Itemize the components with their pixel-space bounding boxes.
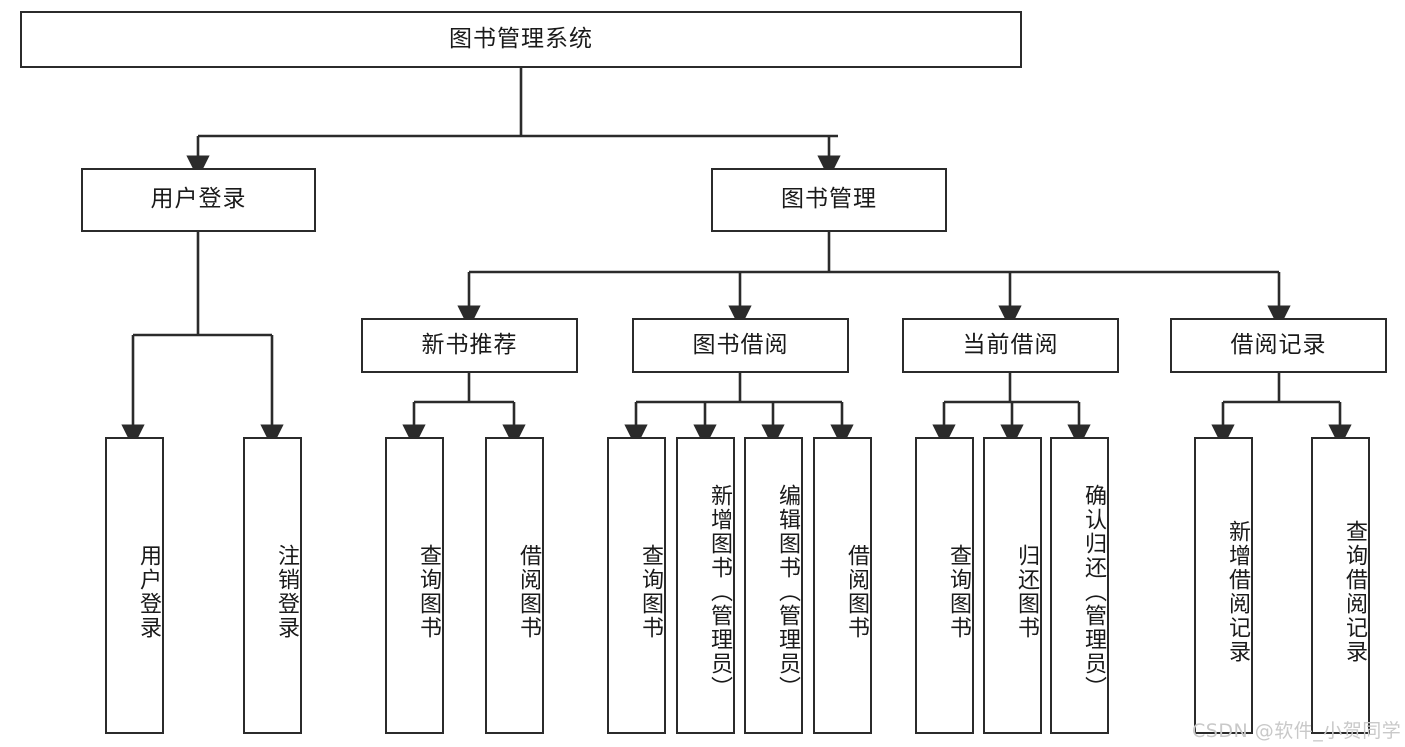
- node-label: 用户登录: [150, 186, 247, 213]
- node-label: 借阅图书: [516, 543, 541, 640]
- node-book-borrow[interactable]: 图书借阅: [632, 318, 849, 373]
- leaf-borrow-record-query[interactable]: 查询借阅记录: [1311, 437, 1370, 734]
- leaf-book-borrow-query[interactable]: 查询图书: [607, 437, 666, 734]
- node-label: 查询借阅记录: [1342, 519, 1367, 664]
- leaf-current-borrow-confirm[interactable]: 确认归还（管理员）: [1050, 437, 1109, 734]
- node-book-management[interactable]: 图书管理: [711, 168, 947, 232]
- leaf-new-book-query[interactable]: 查询图书: [385, 437, 444, 734]
- node-current-borrow[interactable]: 当前借阅: [902, 318, 1119, 373]
- node-root-system[interactable]: 图书管理系统: [20, 11, 1022, 68]
- node-label: 查询图书: [946, 543, 971, 640]
- leaf-user-login-login[interactable]: 用户登录: [105, 437, 164, 734]
- leaf-user-login-logout[interactable]: 注销登录: [243, 437, 302, 734]
- node-label: 图书借阅: [692, 331, 789, 358]
- node-label: 图书管理系统: [449, 25, 593, 52]
- node-label: 新增借阅记录: [1225, 519, 1250, 664]
- node-label: 新书推荐: [421, 331, 518, 358]
- watermark-text: CSDN @软件_小贺同学: [1192, 720, 1402, 742]
- leaf-book-borrow-add[interactable]: 新增图书（管理员）: [676, 437, 735, 734]
- node-label: 归还图书: [1014, 543, 1039, 640]
- leaf-borrow-record-add[interactable]: 新增借阅记录: [1194, 437, 1253, 734]
- leaf-current-borrow-query[interactable]: 查询图书: [915, 437, 974, 734]
- node-user-login[interactable]: 用户登录: [81, 168, 316, 232]
- node-label: 查询图书: [416, 543, 441, 640]
- leaf-book-borrow-borrow[interactable]: 借阅图书: [813, 437, 872, 734]
- node-label: 借阅记录: [1230, 331, 1327, 358]
- node-label: 当前借阅: [962, 331, 1059, 358]
- node-label: 借阅图书: [844, 543, 869, 640]
- node-label: 新增图书（管理员）: [707, 483, 732, 700]
- node-label: 确认归还（管理员）: [1081, 483, 1106, 700]
- node-label: 用户登录: [136, 543, 161, 640]
- node-label: 查询图书: [638, 543, 663, 640]
- node-borrow-record[interactable]: 借阅记录: [1170, 318, 1387, 373]
- leaf-new-book-borrow[interactable]: 借阅图书: [485, 437, 544, 734]
- node-label: 编辑图书（管理员）: [775, 483, 800, 700]
- node-label: 图书管理: [781, 186, 877, 213]
- node-new-book-recommend[interactable]: 新书推荐: [361, 318, 578, 373]
- leaf-book-borrow-edit[interactable]: 编辑图书（管理员）: [744, 437, 803, 734]
- leaf-current-borrow-return[interactable]: 归还图书: [983, 437, 1042, 734]
- node-label: 注销登录: [274, 543, 299, 640]
